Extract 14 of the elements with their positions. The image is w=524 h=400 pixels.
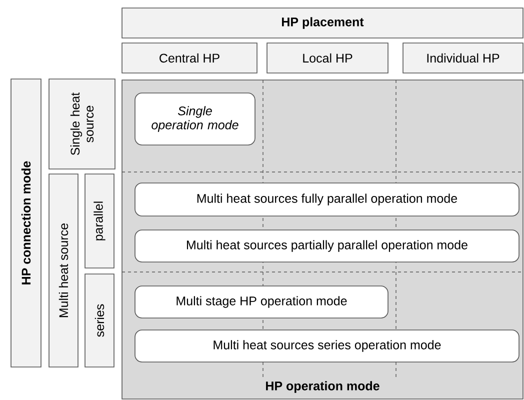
row-header: series (84, 274, 114, 368)
column-header: Local HP (266, 42, 388, 74)
mode-box: Multi stage HP operation mode (134, 286, 388, 318)
row-header: HP connection mode (10, 78, 42, 368)
mode-box: Single operation mode (134, 92, 256, 146)
row-header: Multi heat source (48, 174, 78, 368)
column-header: Central HP (122, 42, 258, 74)
column-header: Individual HP (402, 42, 524, 74)
mode-box: Multi heat sources fully parallel operation mode (134, 182, 520, 216)
mode-box: Multi heat sources partially parallel operation mode (134, 230, 520, 262)
row-header: Single heat source (48, 78, 116, 170)
header-box: HP placement (122, 8, 524, 38)
row-header: parallel (84, 174, 114, 268)
mode-box: Multi heat sources series operation mode (134, 330, 520, 362)
